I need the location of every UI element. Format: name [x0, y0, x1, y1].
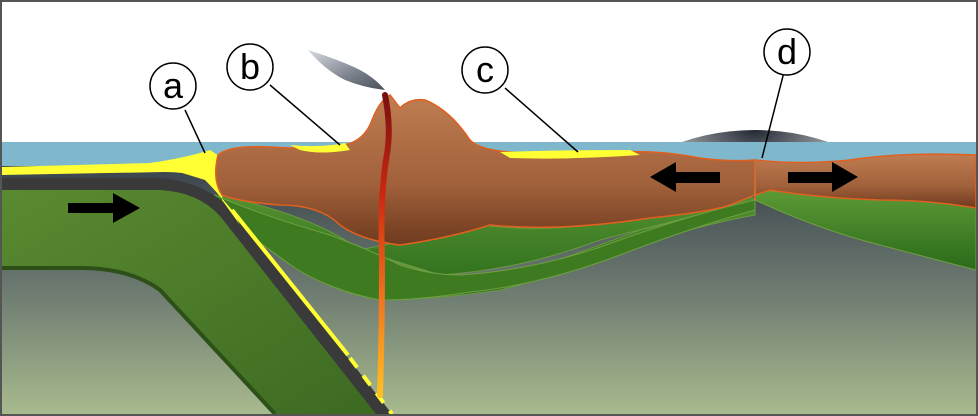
leader-line-a	[184, 109, 206, 154]
subducting-slab	[2, 185, 385, 414]
plate-motion-arrow-ridge-right	[788, 162, 858, 192]
leader-line-b	[269, 84, 341, 146]
label-b-text: b	[240, 46, 260, 87]
label-c-text: c	[476, 49, 494, 90]
slab-sediment-line	[230, 208, 350, 357]
forearc-sediment	[290, 143, 350, 153]
label-a-text: a	[163, 65, 184, 106]
label-d-text: d	[777, 31, 797, 72]
leader-line-d	[761, 71, 785, 159]
magma-conduit	[377, 92, 392, 398]
arc-crust	[215, 94, 756, 246]
plate-motion-arrow-left-slab	[68, 193, 140, 223]
volcanic-plume	[308, 50, 385, 90]
plate-motion-arrow-ridge-left	[650, 162, 720, 192]
left-lithosphere-lower	[213, 193, 756, 301]
backarc-sediment	[500, 150, 640, 159]
label-a: a	[149, 62, 197, 110]
label-b: b	[226, 43, 274, 91]
leader-line-c	[504, 87, 579, 153]
label-c: c	[461, 46, 509, 94]
slab-lower-edge	[2, 266, 277, 416]
label-d: d	[763, 28, 811, 76]
slab-sediment-dashes	[348, 356, 394, 416]
